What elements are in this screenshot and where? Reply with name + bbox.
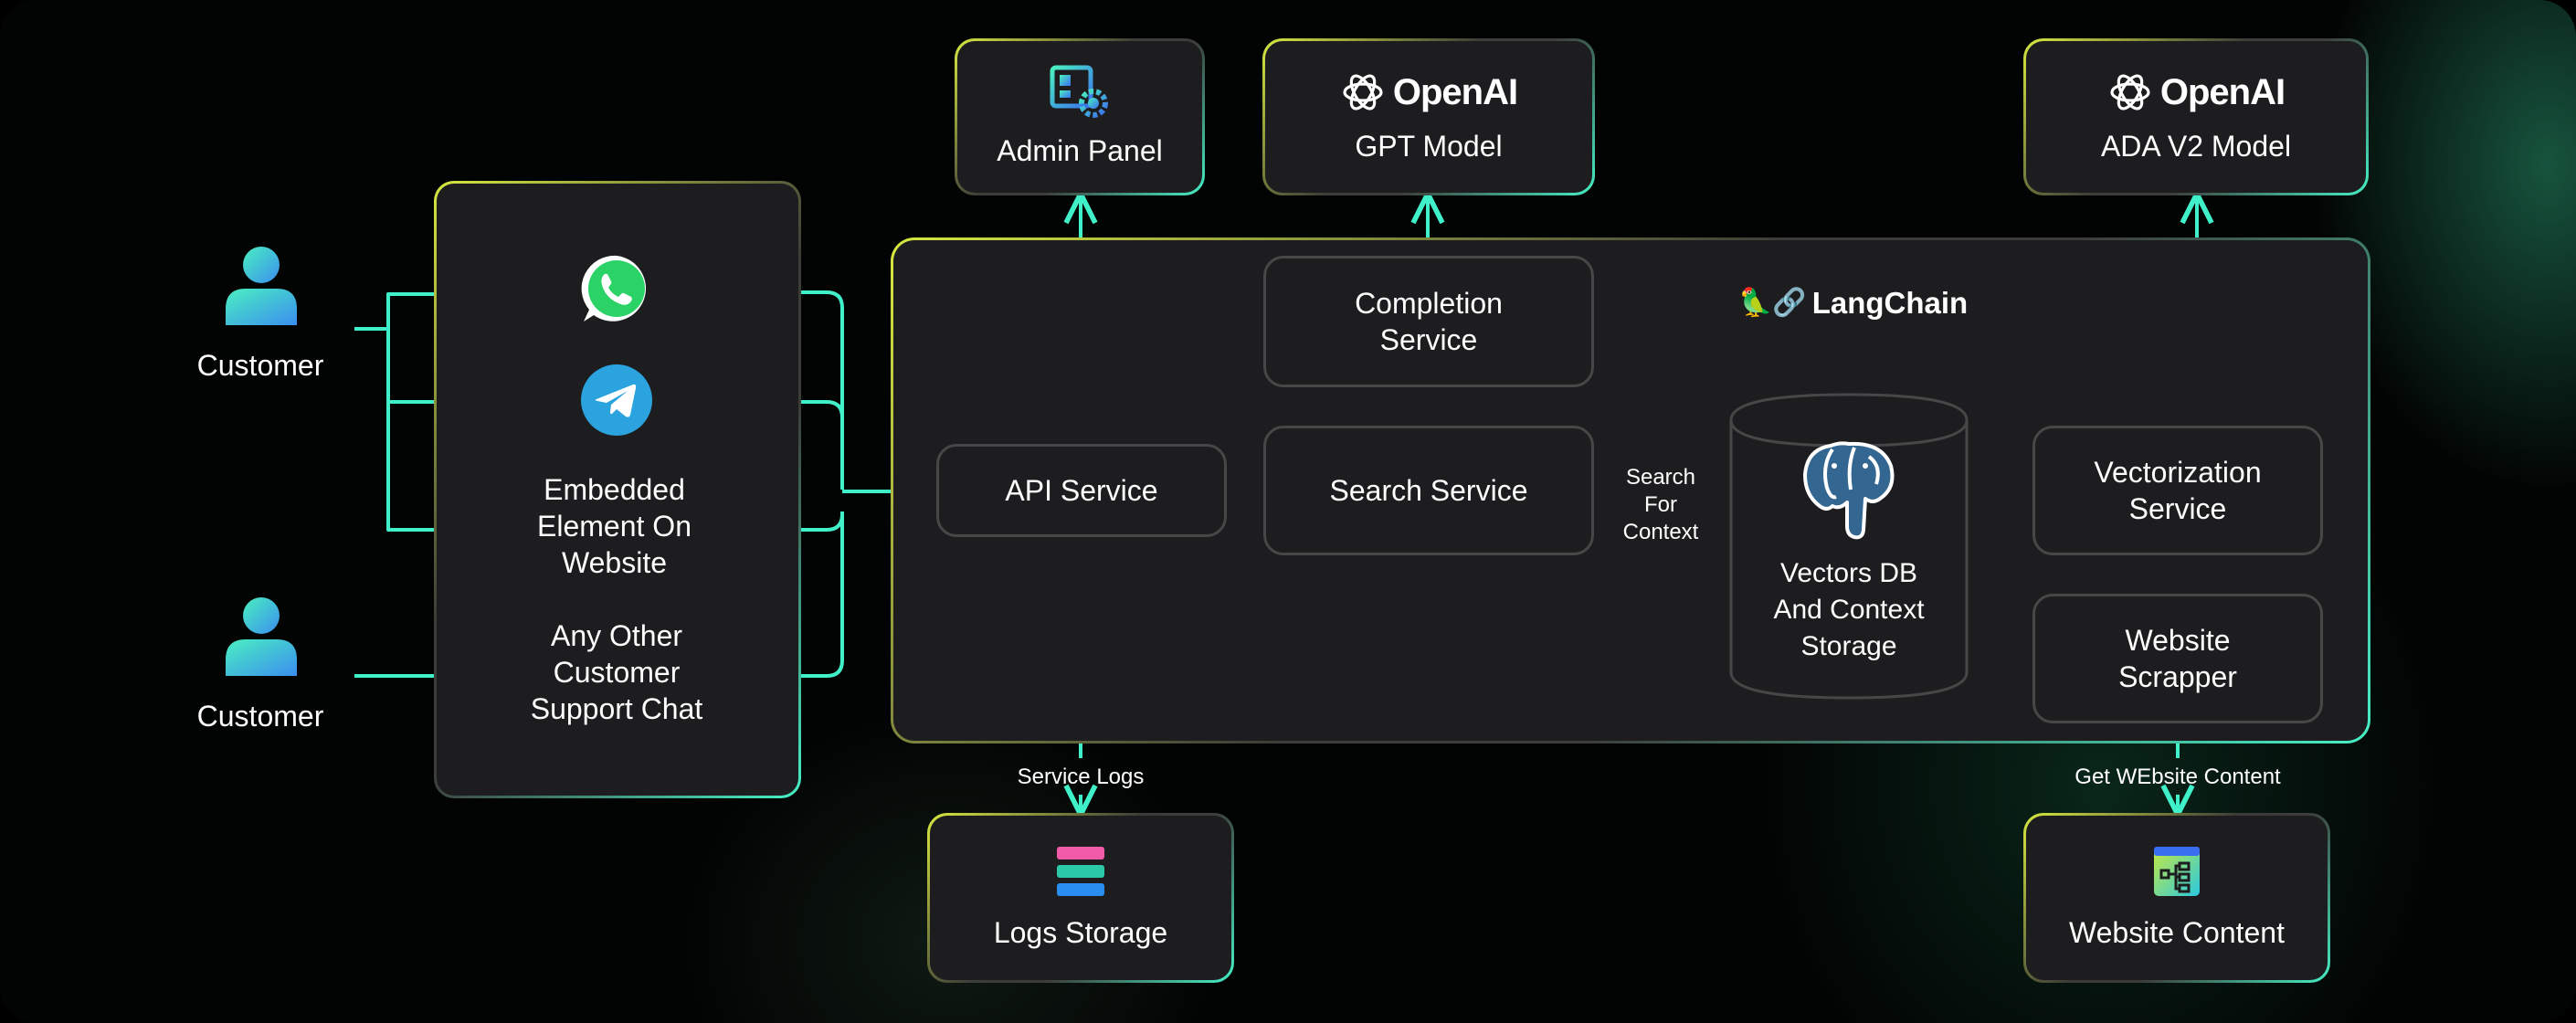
postgresql-icon <box>1803 441 1895 540</box>
openai-icon <box>1343 74 1383 111</box>
logs-storage-box[interactable]: Logs Storage <box>927 813 1234 983</box>
vectors-db-cylinder[interactable] <box>1729 393 1969 700</box>
website-content-box[interactable]: Website Content <box>2023 813 2330 983</box>
logs-storage-icon <box>1057 847 1104 896</box>
admin-panel-icon <box>1050 65 1108 118</box>
telegram-icon[interactable] <box>580 364 653 441</box>
vectorization-service-box[interactable]: Vectorization Service <box>2032 426 2323 555</box>
search-for-context-label: Search For Context <box>1622 465 1699 544</box>
person-icon <box>226 247 297 325</box>
whatsapp-icon[interactable] <box>578 250 655 332</box>
openai-logo: OpenAI <box>1340 69 1518 115</box>
wire-whatsapp-merge <box>728 290 844 490</box>
wire-telegram-merge <box>728 400 844 418</box>
ada-model-box[interactable]: OpenAI ADA V2 Model <box>2023 38 2369 195</box>
api-service-box[interactable]: API Service <box>936 444 1227 537</box>
website-scrapper-box[interactable]: Website Scrapper <box>2032 594 2323 723</box>
search-service-box[interactable]: Search Service <box>1263 426 1594 555</box>
langchain-logo[interactable]: 🦜🔗 LangChain <box>1738 286 1969 320</box>
person-icon <box>226 597 297 676</box>
wire-other-merge <box>728 512 844 678</box>
get-website-content-label: Get WEbsite Content <box>2075 765 2281 789</box>
customer-top-label: Customer <box>196 349 324 382</box>
customer-top <box>216 245 307 332</box>
parrot-link-icon: 🦜🔗 <box>1738 288 1807 318</box>
vectors-db-label: Vectors DB And Context Storage <box>1773 558 1925 661</box>
embedded-element-label[interactable]: Embedded Element On Website <box>537 473 692 579</box>
website-content-icon <box>2154 847 2200 896</box>
openai-logo: OpenAI <box>2107 69 2286 115</box>
service-logs-label: Service Logs <box>1017 765 1145 789</box>
other-chat-label[interactable]: Any Other Customer Support Chat <box>530 619 703 725</box>
customer-bottom <box>216 596 307 682</box>
customer-bottom-label: Customer <box>196 700 324 733</box>
gpt-model-box[interactable]: OpenAI GPT Model <box>1262 38 1595 195</box>
completion-service-box[interactable]: Completion Service <box>1263 256 1594 387</box>
admin-panel-box[interactable]: Admin Panel <box>955 38 1205 195</box>
openai-icon <box>2110 74 2150 111</box>
